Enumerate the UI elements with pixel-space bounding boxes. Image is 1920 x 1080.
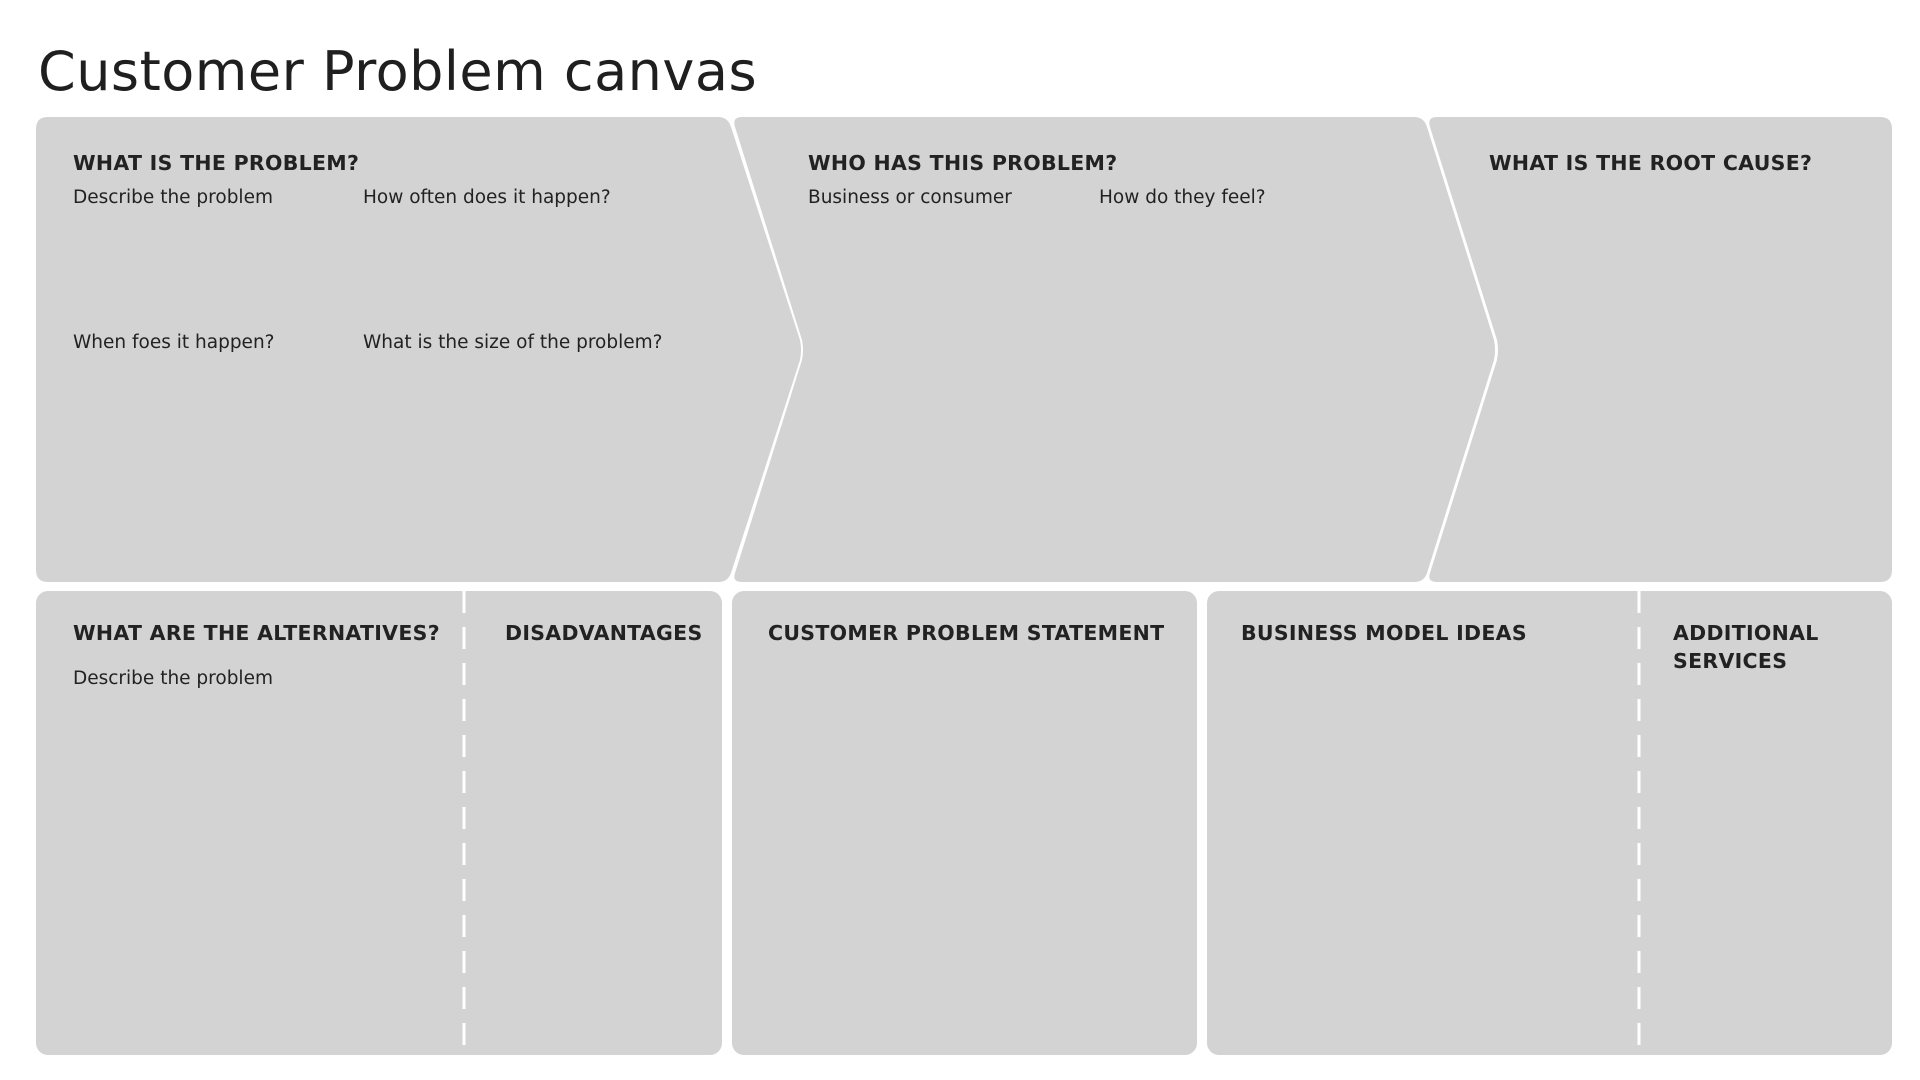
problem-prompt-frequency: How often does it happen? [363,187,611,208]
additional-services-heading: ADDITIONAL SERVICES [1673,621,1819,673]
statement-panel[interactable] [732,591,1197,1055]
page-title: Customer Problem canvas [38,40,758,103]
problem-prompt-size: What is the size of the problem? [363,332,663,353]
who-prompt-type: Business or consumer [808,187,1012,208]
who-heading: WHO HAS THIS PROBLEM? [808,151,1118,175]
alternatives-heading: WHAT ARE THE ALTERNATIVES? [73,621,440,645]
who-panel[interactable] [734,117,1495,582]
business-model-heading: BUSINESS MODEL IDEAS [1241,621,1527,645]
statement-heading: CUSTOMER PROBLEM STATEMENT [768,621,1165,645]
root-cause-heading: WHAT IS THE ROOT CAUSE? [1489,151,1813,175]
problem-panel[interactable] [36,117,801,582]
alternatives-panel[interactable] [36,591,722,1055]
problem-prompt-when: When foes it happen? [73,332,275,353]
alternatives-prompt: Describe the problem [73,668,273,689]
root-cause-panel[interactable] [1429,117,1892,582]
who-prompt-feel: How do they feel? [1099,187,1266,208]
business-model-panel[interactable] [1207,591,1892,1055]
problem-prompt-describe: Describe the problem [73,187,273,208]
disadvantages-heading: DISADVANTAGES [505,621,703,645]
problem-heading: WHAT IS THE PROBLEM? [73,151,360,175]
